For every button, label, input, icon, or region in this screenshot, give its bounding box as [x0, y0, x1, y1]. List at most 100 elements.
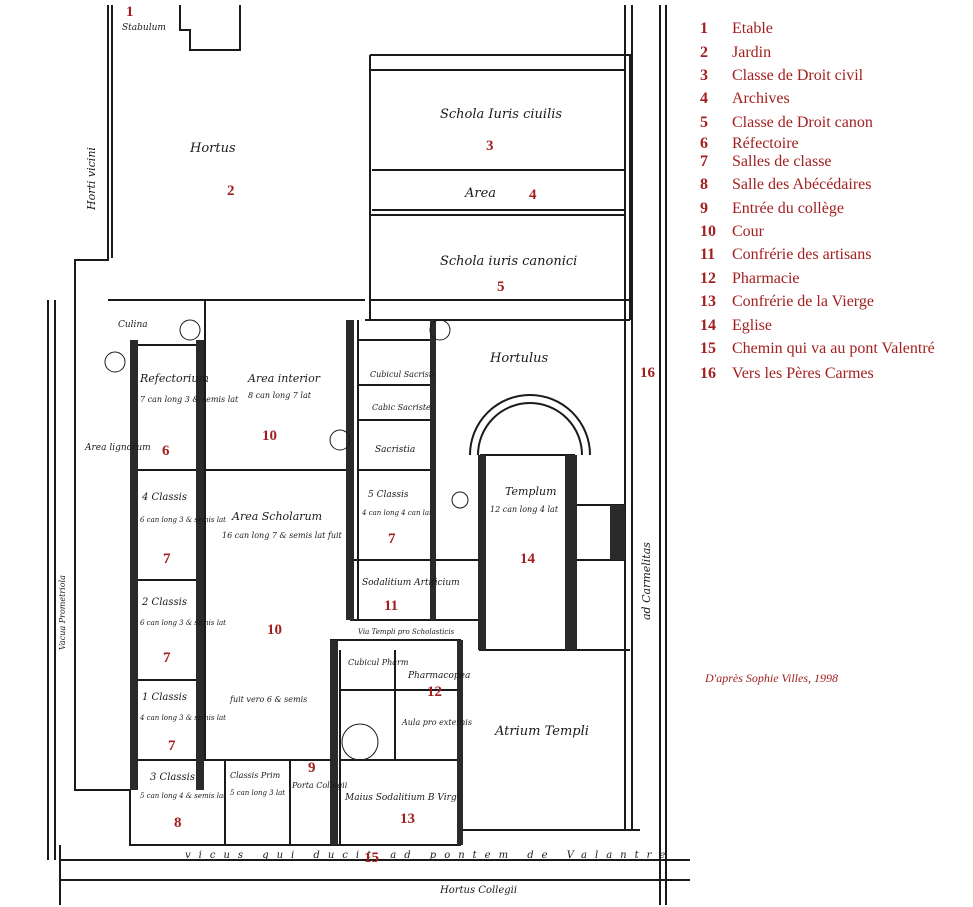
legend-label: Archives [732, 90, 790, 107]
label-horti-vicini: Horti vicini [85, 147, 98, 211]
plan-number: 3 [486, 138, 494, 154]
plan-number: 9 [308, 760, 316, 776]
label-area-scholarum-dims: 16 can long 7 & semis lat fuit [222, 531, 343, 540]
plan-number: 8 [174, 815, 182, 831]
legend-label: Vers les Pères Carmes [732, 365, 874, 382]
plan-number: 4 [529, 187, 537, 203]
plan-wall-blocks [130, 320, 625, 845]
legend-label: Confrérie de la Vierge [732, 293, 874, 310]
legend-number: 15 [700, 340, 716, 357]
legend-number: 5 [700, 114, 708, 131]
legend-label: Etable [732, 20, 773, 37]
legend-label: Salles de classe [732, 153, 832, 170]
label-aula-externis: Aula pro externis [401, 718, 472, 727]
legend-label: Salle des Abécédaires [732, 176, 872, 193]
label-refectorium: Refectorium [139, 372, 209, 385]
label-area-scholarum: Area Scholarum [231, 510, 322, 523]
label-classis-d: 3 Classis [150, 772, 195, 783]
label-classis-c: 1 Classis [142, 692, 187, 703]
plan-number: 14 [520, 551, 536, 567]
legend-label: Pharmacie [732, 270, 800, 287]
label-classis-a: 4 Classis [141, 492, 187, 503]
label-hortus: Hortus [189, 141, 236, 156]
plan-number: 10 [262, 428, 277, 444]
label-via-carmelitas: ad Carmelitas [640, 542, 653, 620]
legend-label: Réfectoire [732, 135, 799, 152]
legend-item: 6 Réfectoire [700, 135, 970, 153]
legend-item: 13 Confrérie de la Vierge [700, 293, 970, 311]
label-schola-civilis: Schola Iuris ciuilis [440, 107, 562, 122]
legend-item: 3 Classe de Droit civil [700, 67, 970, 85]
legend-item: 9 Entrée du collège [700, 200, 970, 218]
label-classis-a-dims: 6 can long 3 & semis lat [140, 516, 226, 524]
legend-item: 11 Confrérie des artisans [700, 246, 970, 264]
label-classis-e-dims: 5 can long 3 lat [230, 789, 285, 797]
legend-item: 2 Jardin [700, 44, 970, 62]
legend-item: 15 Chemin qui va au pont Valentré [700, 340, 970, 358]
label-via-templi: Via Templi pro Scholasticis [358, 628, 455, 636]
plan-number: 7 [163, 650, 171, 666]
label-refectorium-dims: 7 can long 3 & semis lat [140, 395, 239, 404]
label-vicus-road: vicus qui ducit ad pontem de Valantre [185, 850, 673, 861]
label-via-beginning: Vacua Prometriola [58, 575, 67, 650]
label-cubicul-pharm: Cubicul Pharm [348, 658, 409, 667]
legend-number: 4 [700, 90, 708, 107]
label-classis-d-dims: 5 can long 4 & semis lat [140, 792, 226, 800]
plan-number: 7 [163, 551, 171, 567]
legend-number: 2 [700, 44, 708, 61]
plan-numbers: 1 2 3 4 5 6 7 7 7 7 8 9 10 10 11 12 13 1… [126, 4, 656, 866]
plan-number: 11 [384, 598, 398, 614]
label-sacristia: Sacristia [375, 445, 415, 455]
legend-item: 4 Archives [700, 90, 970, 108]
legend-number: 9 [700, 200, 708, 217]
label-classis-c-dims: 4 can long 3 & semis lat [139, 714, 226, 722]
label-sodalitium: Sodalitium Artificium [362, 578, 460, 588]
plan-number: 7 [388, 531, 396, 547]
label-cabicul-sacristi: Cubicul Sacristi [370, 370, 435, 379]
legend-number: 8 [700, 176, 708, 193]
label-area-lignorum: Area lignorum [84, 443, 151, 453]
legend-number: 13 [700, 293, 716, 310]
label-culina: Culina [118, 320, 148, 330]
plan-number: 7 [168, 738, 176, 754]
label-area: Area [464, 186, 496, 201]
legend-label: Chemin qui va au pont Valentré [732, 340, 935, 357]
legend-item: 7 Salles de classe [700, 153, 970, 171]
legend-number: 10 [700, 223, 716, 240]
plan-number: 2 [227, 183, 235, 199]
label-hortus-collegii: Hortus Collegii [439, 885, 517, 896]
legend-label: Cour [732, 223, 764, 240]
legend-label: Confrérie des artisans [732, 246, 872, 263]
plan-number: 1 [126, 4, 134, 20]
legend-number: 3 [700, 67, 708, 84]
legend-label: Eglise [732, 317, 772, 334]
legend-label: Jardin [732, 44, 772, 61]
label-cabic-sacriste: Cabic Sacriste [372, 403, 431, 412]
plan-number: 13 [400, 811, 415, 827]
label-classis-f: 5 Classis [368, 490, 409, 500]
legend-label: Classe de Droit canon [732, 114, 873, 131]
legend-number: 6 [700, 135, 708, 152]
label-classis-b: 2 Classis [141, 597, 187, 608]
legend-item: 5 Classe de Droit canon [700, 114, 970, 132]
label-hortulus: Hortulus [489, 351, 549, 366]
label-classis-b-dims: 6 can long 3 & semis lat [140, 619, 226, 627]
plan-number: 16 [640, 365, 656, 381]
plan-number: 10 [267, 622, 282, 638]
label-classis-e: Classis Prim [230, 771, 281, 780]
legend-number: 12 [700, 270, 716, 287]
label-area-interior-dims: 8 can long 7 lat [248, 391, 312, 400]
label-templum-dims: 12 can long 4 lat [490, 505, 559, 514]
legend-item: 12 Pharmacie [700, 270, 970, 288]
legend-label: Entrée du collège [732, 200, 844, 217]
legend-number: 16 [700, 365, 716, 382]
plan-stairs [104, 319, 469, 761]
legend-item: 8 Salle des Abécédaires [700, 176, 970, 194]
legend-number: 11 [700, 246, 716, 263]
legend-label: Classe de Droit civil [732, 67, 864, 84]
label-schola-canonici: Schola iuris canonici [440, 254, 577, 269]
plan-latin-labels: Stabulum Hortus Horti vicini Schola Iuri… [58, 23, 673, 896]
legend-number: 7 [700, 153, 708, 170]
